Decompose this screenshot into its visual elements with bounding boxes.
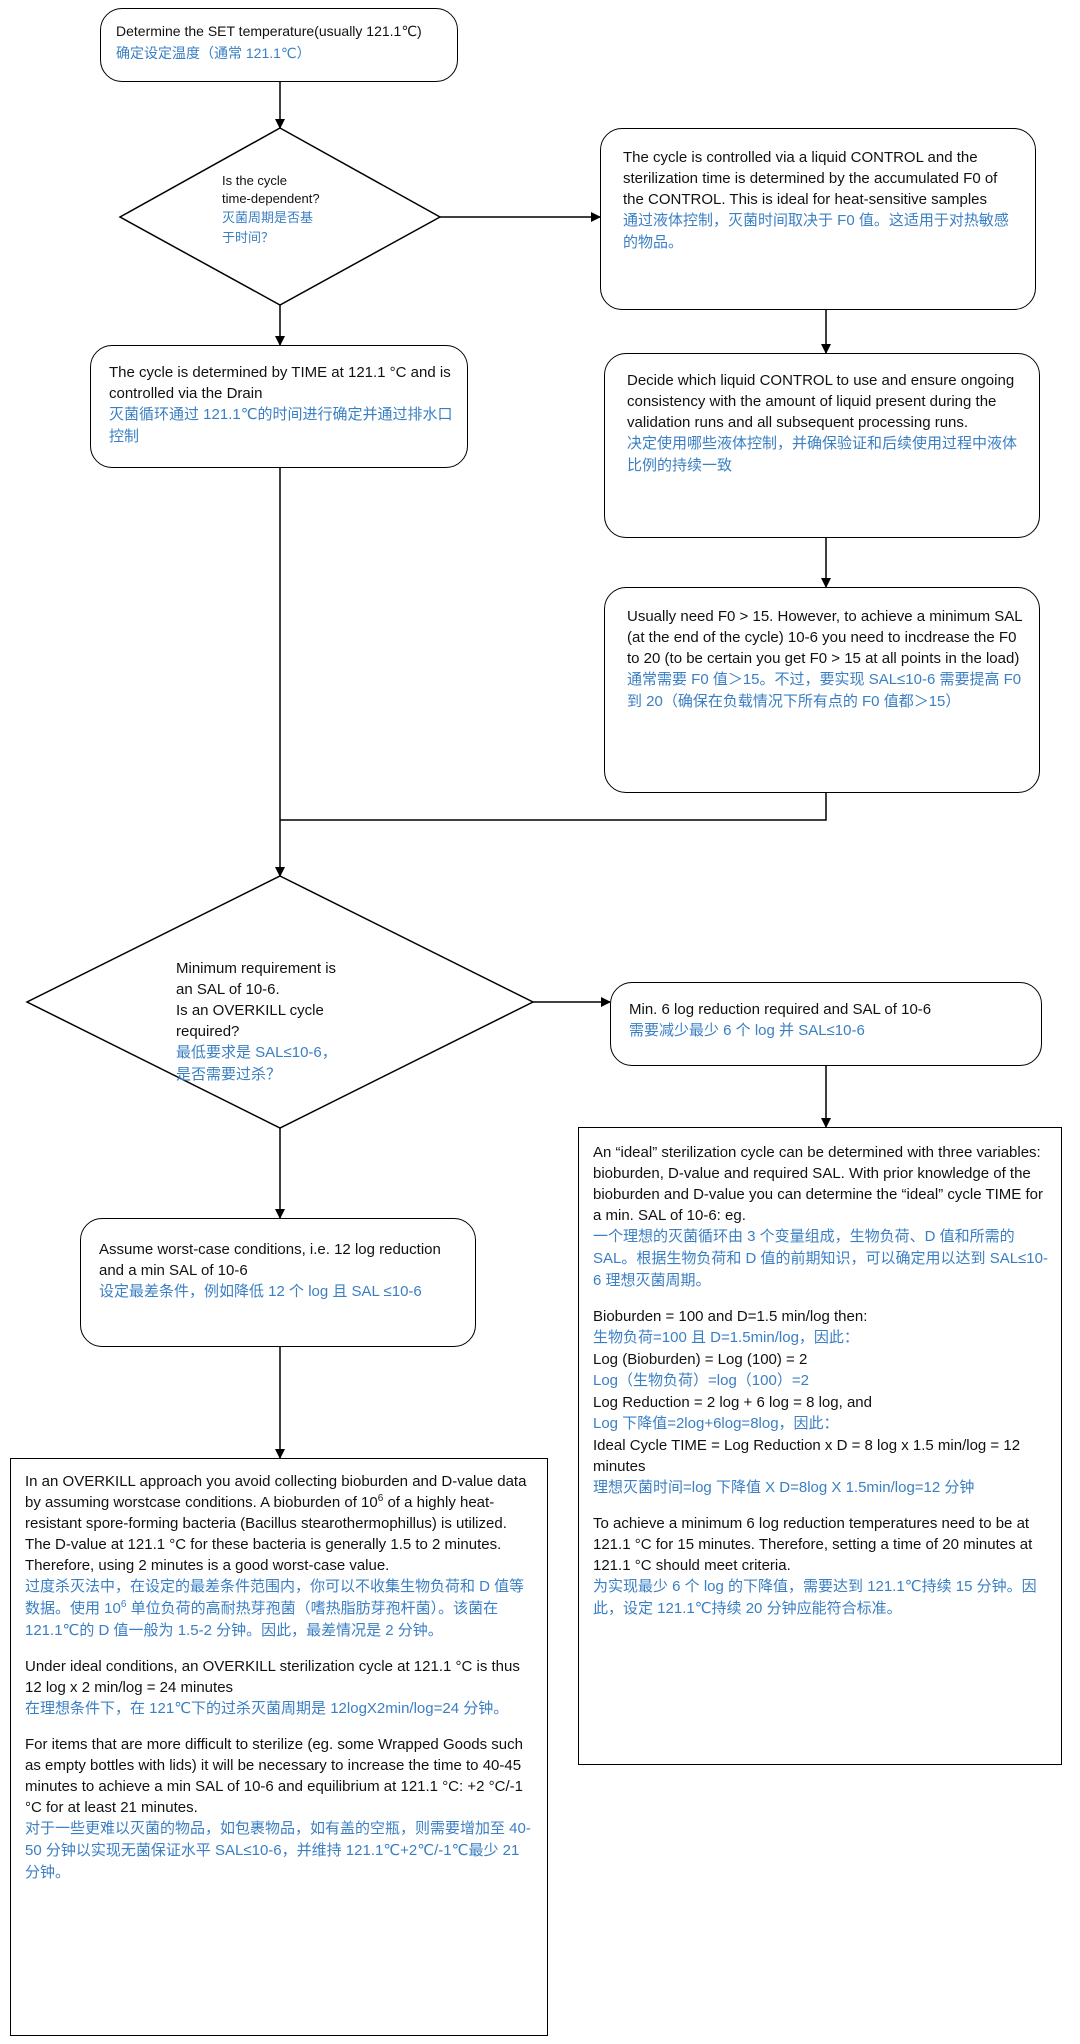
overkill-p1-zh: 过度杀灭法中，在设定的最差条件范围内，你可以不收集生物负荷和 D 值等数据。使用… — [25, 1576, 535, 1642]
decision1-zh2: 于时间？ — [222, 230, 275, 245]
ideal-l4-en: Ideal Cycle TIME = Log Reduction x D = 8… — [593, 1437, 1021, 1475]
connector-f0-to-merge — [280, 793, 827, 821]
overkill-p1-zh-a: 过度杀灭法中，在设定的最差条件范围内，你可以不收集生物负荷和 D 值等数据。使用… — [25, 1578, 525, 1617]
overkill-p1-zh-sup: 6 — [120, 1599, 127, 1610]
liquid-control-en: The cycle is controlled via a liquid CON… — [623, 149, 998, 208]
min6log-node: Min. 6 log reduction required and SAL of… — [610, 982, 1042, 1066]
decision2-zh2: 是否需要过杀？ — [176, 1066, 282, 1083]
liquid-control-node: The cycle is controlled via a liquid CON… — [600, 128, 1036, 310]
ideal-l2-zh: Log（生物负荷）=log（100）=2 — [593, 1372, 809, 1389]
decision-diamond-overkill — [25, 875, 535, 1129]
ideal-l4-zh: 理想灭菌时间=log 下降值 X D=8log X 1.5min/log=12 … — [593, 1479, 975, 1496]
overkill-p1-en: In an OVERKILL approach you avoid collec… — [25, 1471, 535, 1576]
overkill-p1-zh-b: 单位负荷的高耐热芽孢菌（嗜热脂肪芽孢杆菌）。该菌在 121.1℃的 D 值一般为… — [25, 1600, 499, 1639]
decision2-en4: required? — [176, 1023, 240, 1040]
decide-liquid-en: Decide which liquid CONTROL to use and e… — [627, 372, 1015, 431]
start-node: Determine the SET temperature(usually 12… — [100, 8, 458, 82]
start-node-en: Determine the SET temperature(usually 12… — [116, 23, 422, 39]
start-node-zh: 确定设定温度（通常 121.1℃） — [116, 45, 311, 61]
worst-case-zh: 设定最差条件，例如降低 12 个 log 且 SAL ≤10-6 — [99, 1283, 422, 1300]
min6log-en: Min. 6 log reduction required and SAL of… — [629, 1001, 932, 1018]
decision2-en3: Is an OVERKILL cycle — [176, 1002, 324, 1019]
decision2-text: Minimum requirement is an SAL of 10-6. I… — [176, 958, 406, 1086]
overkill-p2-zh: 在理想条件下，在 121℃下的过杀灭菌周期是 12logX2min/log=24… — [25, 1700, 509, 1717]
decision-diamond-time-dependent — [118, 127, 442, 306]
decide-liquid-zh: 决定使用哪些液体控制，并确保验证和后续使用过程中液体比例的持续一致 — [627, 435, 1018, 474]
worst-case-en: Assume worst-case conditions, i.e. 12 lo… — [99, 1241, 441, 1279]
time-drain-node: The cycle is determined by TIME at 121.1… — [90, 345, 468, 468]
ideal-l1-zh: 生物负荷=100 且 D=1.5min/log，因此： — [593, 1329, 859, 1346]
f0-need-en: Usually need F0 > 15. However, to achiev… — [627, 608, 1023, 667]
decision2-en2: an SAL of 10-6. — [176, 981, 280, 998]
ideal-p2-en: To achieve a minimum 6 log reduction tem… — [593, 1515, 1033, 1574]
overkill-p3-en: For items that are more difficult to ste… — [25, 1736, 523, 1816]
ideal-cycle-node: An “ideal” sterilization cycle can be de… — [578, 1127, 1062, 1765]
decision2-en1: Minimum requirement is — [176, 960, 337, 977]
overkill-node: In an OVERKILL approach you avoid collec… — [10, 1458, 548, 2036]
ideal-p1-en: An “ideal” sterilization cycle can be de… — [593, 1144, 1043, 1224]
decision2-zh1: 最低要求是 SAL≤10-6， — [176, 1044, 337, 1061]
ideal-l1-en: Bioburden = 100 and D=1.5 min/log then: — [593, 1308, 868, 1325]
ideal-p1-zh: 一个理想的灭菌循环由 3 个变量组成，生物负荷、D 值和所需的 SAL。根据生物… — [593, 1228, 1048, 1289]
decide-liquid-node: Decide which liquid CONTROL to use and e… — [604, 353, 1040, 538]
liquid-control-zh: 通过液体控制，灭菌时间取决于 F0 值。这适用于对热敏感的物品。 — [623, 212, 1009, 251]
overkill-p1-sup: 6 — [377, 1493, 384, 1504]
ideal-l3-zh: Log 下降值=2log+6log=8log，因此： — [593, 1415, 839, 1432]
ideal-p2-zh: 为实现最少 6 个 log 的下降值，需要达到 121.1℃持续 15 分钟。因… — [593, 1578, 1037, 1617]
time-drain-en: The cycle is determined by TIME at 121.1… — [109, 364, 451, 402]
decision1-zh1: 灭菌周期是否基 — [222, 210, 314, 225]
ideal-l3-en: Log Reduction = 2 log + 6 log = 8 log, a… — [593, 1394, 872, 1411]
decision1-text: Is the cycle time-dependent? 灭菌周期是否基 于时间… — [222, 172, 362, 248]
decision1-en2: time-dependent? — [222, 191, 320, 206]
min6log-zh: 需要减少最少 6 个 log 并 SAL≤10-6 — [629, 1022, 865, 1039]
time-drain-zh: 灭菌循环通过 121.1℃的时间进行确定并通过排水口控制 — [109, 406, 453, 445]
overkill-p1-en-b: of a highly heat-resistant spore-forming… — [25, 1494, 507, 1574]
overkill-p2-en: Under ideal conditions, an OVERKILL ster… — [25, 1658, 520, 1696]
f0-need-node: Usually need F0 > 15. However, to achiev… — [604, 587, 1040, 793]
overkill-p3-zh: 对于一些更难以灭菌的物品，如包裹物品，如有盖的空瓶，则需要增加至 40-50 分… — [25, 1820, 531, 1881]
ideal-l2-en: Log (Bioburden) = Log (100) = 2 — [593, 1351, 808, 1368]
worst-case-node: Assume worst-case conditions, i.e. 12 lo… — [80, 1218, 476, 1347]
decision1-en1: Is the cycle — [222, 173, 288, 188]
overkill-p1-en-a: In an OVERKILL approach you avoid collec… — [25, 1473, 527, 1511]
f0-need-zh: 通常需要 F0 值＞15。不过，要实现 SAL≤10-6 需要提高 F0 到 2… — [627, 671, 1022, 710]
